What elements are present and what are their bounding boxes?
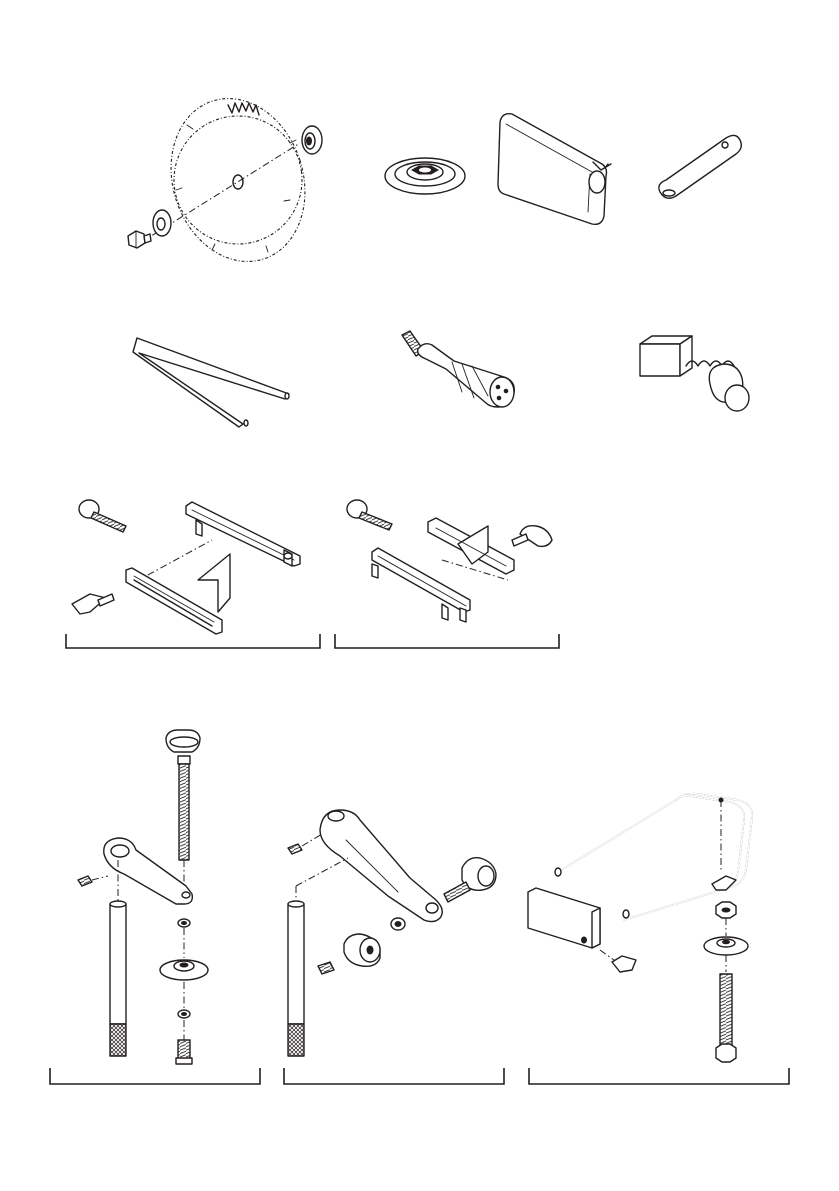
stopper-knob [444,858,496,902]
pad-screw [318,962,334,974]
miter-knob-screw [347,500,392,530]
outer-flange [302,126,322,154]
stopper-arm-kit [284,810,504,1084]
stopper-arm [320,810,442,922]
guard-pivot [589,171,605,193]
stopper-pad [344,934,380,966]
handle-grip [402,331,514,407]
set-screw-stopper [288,844,302,854]
leveling-foot-assembly [704,876,748,1062]
fence-slider [126,554,230,634]
work-support-kit [50,730,260,1084]
plate-wing-bolt [600,950,636,972]
miter-gauge-kit [335,500,559,648]
clamp-screw [179,764,189,860]
miter-bar [428,518,514,574]
fence-wing-bolt [72,594,114,614]
stand-frame-bracket [529,1068,789,1084]
stand-frame-kit [528,794,789,1084]
stand-bracket-plate [528,888,600,948]
rip-fence-kit [66,500,320,648]
arbor-hole [233,175,243,189]
inner-flange [385,158,465,194]
fence-bar [186,502,300,566]
stand-frame [555,794,752,920]
work-support-bracket [50,1068,260,1084]
clamp-knob [166,730,200,764]
miter-gauge-bracket [335,634,559,648]
blade-bolt [128,231,151,248]
wrench [659,135,741,198]
stopper-arm-bracket [284,1068,504,1084]
saw-blade-assembly [128,81,325,279]
support-washers [160,919,208,1064]
miter-wing-bolt [512,526,552,547]
rip-fence-bracket [66,634,320,648]
fence-knob-screw [79,500,126,532]
stopper-washer [391,918,405,930]
carbon-brush [640,336,749,411]
support-post [110,901,126,1056]
hex-key-l-bar [133,338,289,427]
blade-guard [498,114,611,225]
set-screw-left [78,876,92,886]
inner-flange-small [153,210,171,236]
stopper-post [288,901,304,1056]
miter-rail [372,548,470,622]
